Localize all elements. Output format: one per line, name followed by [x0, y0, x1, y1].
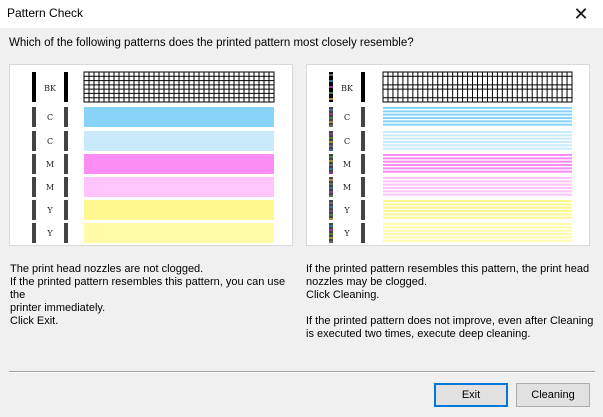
pattern-row: Y [329, 223, 572, 243]
desc-clog-spacer [306, 302, 596, 315]
desc-clog-line: Click Cleaning. [306, 289, 380, 301]
pattern-clogged-image: BK C C M M Y Y [329, 71, 573, 243]
desc-ok-line: The print head nozzles are not clogged. [10, 263, 204, 275]
pattern-row: C [329, 107, 572, 127]
question-prompt: Which of the following patterns does the… [9, 37, 414, 49]
pattern-row-label: Y [343, 229, 350, 238]
pattern-row: Y [32, 223, 274, 243]
pattern-ok-panel[interactable]: BK C C M M Y Y [9, 64, 293, 246]
pattern-row-label: Y [46, 229, 53, 238]
close-icon[interactable]: ✕ [573, 3, 589, 24]
window-title: Pattern Check [7, 6, 84, 20]
pattern-row-label: C [344, 137, 350, 146]
desc-ok-line: If the printed pattern resembles this pa… [10, 276, 286, 301]
pattern-row-label: M [46, 160, 54, 169]
desc-clog-line: is executed two times, execute deep clea… [306, 328, 531, 340]
pattern-row-label: M [343, 160, 351, 169]
pattern-row: Y [32, 200, 274, 220]
desc-ok-line: printer immediately. [10, 302, 106, 314]
pattern-row: M [329, 154, 572, 174]
desc-clog-line: nozzles may be clogged. [306, 276, 428, 288]
pattern-row: M [32, 177, 274, 197]
title-bar: Pattern Check ✕ [0, 0, 603, 28]
exit-button[interactable]: Exit [434, 383, 508, 407]
pattern-row-label: M [343, 183, 351, 192]
pattern-row-label: Y [343, 206, 350, 215]
pattern-row: BK [32, 71, 275, 103]
pattern-row-label: C [47, 137, 53, 146]
cleaning-button[interactable]: Cleaning [516, 383, 590, 407]
pattern-ok-description: The print head nozzles are not clogged. … [10, 263, 300, 328]
pattern-row: Y [329, 200, 572, 220]
pattern-row-label: BK [341, 84, 354, 93]
pattern-clogged-description: If the printed pattern resembles this pa… [306, 263, 596, 341]
pattern-clogged-panel[interactable]: BK C C M M Y Y [306, 64, 590, 246]
pattern-row: C [329, 131, 572, 151]
pattern-ok-image: BK C C M M Y Y [32, 71, 275, 243]
desc-clog-line: If the printed pattern does not improve,… [306, 315, 594, 327]
desc-ok-line: Click Exit. [10, 315, 59, 327]
desc-clog-line: If the printed pattern resembles this pa… [306, 263, 590, 275]
pattern-row-label: Y [46, 206, 53, 215]
pattern-row-label: C [47, 113, 53, 122]
pattern-row: BK [329, 71, 573, 103]
pattern-row-label: M [46, 183, 54, 192]
pattern-row: C [32, 107, 274, 127]
pattern-row: C [32, 131, 274, 151]
pattern-row: M [32, 154, 274, 174]
pattern-row-label: BK [44, 84, 57, 93]
pattern-row: M [329, 177, 572, 197]
pattern-row-label: C [344, 113, 350, 122]
footer-divider [9, 371, 595, 373]
